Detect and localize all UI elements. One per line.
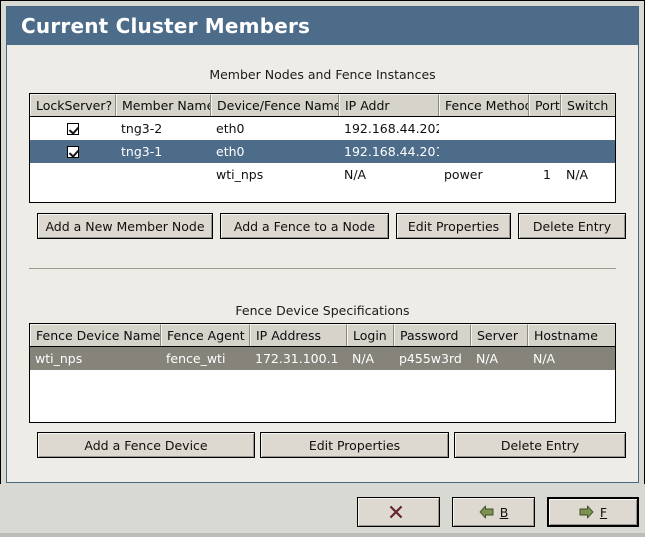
table-cell-device-fence-name: wti_nps <box>216 167 264 182</box>
table-cell-switch <box>561 140 615 163</box>
member-column-header[interactable]: LockServer? <box>30 94 116 116</box>
table-cell-fence-method <box>439 140 529 163</box>
table-cell-device-fence-name: eth0 <box>216 144 245 159</box>
table-cell-server: N/A <box>476 351 499 366</box>
member-column-header[interactable]: Switch <box>561 94 615 116</box>
table-cell-switch <box>561 117 615 140</box>
member-column-header[interactable]: Fence Method <box>439 94 529 116</box>
fence-add-a-fence-device-button[interactable]: Add a Fence Device <box>37 432 255 458</box>
back-button-label: B <box>499 504 509 520</box>
dialog-action-bar: B F <box>0 484 645 537</box>
table-cell-fence-method <box>439 117 529 140</box>
table-cell-member-name: tng3-1 <box>121 144 163 159</box>
x-cancel-icon <box>389 505 403 519</box>
member-column-header[interactable]: IP Addr <box>339 94 439 116</box>
member-add-a-new-member-node-button[interactable]: Add a New Member Node <box>37 213 213 239</box>
fence-edit-properties-button[interactable]: Edit Properties <box>260 432 449 458</box>
table-row[interactable]: wti_nps N/A power 1 N/A <box>30 163 615 186</box>
fence-column-header[interactable]: Fence Device Name <box>30 324 161 346</box>
member-column-header[interactable]: Member Name <box>116 94 211 116</box>
fence-column-header[interactable]: IP Address <box>250 324 347 346</box>
member-edit-properties-button[interactable]: Edit Properties <box>396 213 511 239</box>
main-panel: Current Cluster Members Member Nodes and… <box>6 6 639 483</box>
page-title: Current Cluster Members <box>21 14 311 38</box>
fence-column-header[interactable]: Fence Agent <box>161 324 250 346</box>
table-cell-port <box>529 140 561 163</box>
table-cell-fence-agent: fence_wti <box>166 351 226 366</box>
member-nodes-table-body[interactable]: tng3-2 eth0 192.168.44.202 tng3-1 eth0 192.16… <box>30 117 615 186</box>
table-cell-port: 1 <box>543 167 551 182</box>
table-cell-ip-address: 172.31.100.1 <box>255 351 339 366</box>
table-cell-hostname: N/A <box>533 351 556 366</box>
arrow-right-icon <box>579 505 594 519</box>
fence-section-caption: Fence Device Specifications <box>235 303 410 318</box>
table-cell-port <box>529 117 561 140</box>
section-divider <box>29 268 616 269</box>
table-cell-ip-addr: N/A <box>344 167 367 182</box>
fence-devices-table-body[interactable]: wti_nps fence_wti 172.31.100.1 N/A p455w3rd N… <box>30 347 615 370</box>
fence-delete-entry-button[interactable]: Delete Entry <box>454 432 626 458</box>
fence-column-header[interactable]: Password <box>394 324 471 346</box>
table-cell-fence-device-name: wti_nps <box>35 351 83 366</box>
table-cell-fence-method: power <box>444 167 483 182</box>
table-cell-member-name <box>116 163 211 186</box>
table-cell-lockserver <box>30 140 116 163</box>
table-cell-password: p455w3rd <box>399 351 462 366</box>
forward-button-label: F <box>599 504 608 520</box>
table-cell-login: N/A <box>352 351 375 366</box>
fence-column-header[interactable]: Login <box>347 324 394 346</box>
lockserver-checkbox[interactable] <box>67 123 79 135</box>
window-bottom-edge <box>0 533 645 537</box>
forward-button[interactable]: F <box>547 497 639 527</box>
table-row[interactable]: tng3-2 eth0 192.168.44.202 <box>30 117 615 140</box>
cancel-button[interactable] <box>357 497 440 527</box>
arrow-left-icon <box>479 505 494 519</box>
table-cell-ip-addr: 192.168.44.201 <box>344 144 439 159</box>
fence-column-header[interactable]: Hostname <box>528 324 615 346</box>
member-add-a-fence-to-a-node-button[interactable]: Add a Fence to a Node <box>220 213 389 239</box>
fence-column-header[interactable]: Server <box>471 324 528 346</box>
table-cell-ip-addr: 192.168.44.202 <box>344 121 439 136</box>
lockserver-checkbox[interactable] <box>67 146 79 158</box>
table-cell-lockserver <box>30 117 116 140</box>
table-cell-switch: N/A <box>566 167 589 182</box>
member-column-header[interactable]: Port <box>529 94 561 116</box>
table-cell-member-name: tng3-2 <box>121 121 163 136</box>
member-column-header[interactable]: Device/Fence Name <box>211 94 339 116</box>
table-cell-lockserver <box>30 163 116 186</box>
title-bar: Current Cluster Members <box>7 7 638 45</box>
members-section-caption: Member Nodes and Fence Instances <box>209 67 436 82</box>
table-cell-device-fence-name: eth0 <box>216 121 245 136</box>
table-row[interactable]: tng3-1 eth0 192.168.44.201 <box>30 140 615 163</box>
table-row[interactable]: wti_nps fence_wti 172.31.100.1 N/A p455w3rd N… <box>30 347 615 370</box>
member-delete-entry-button[interactable]: Delete Entry <box>518 213 626 239</box>
back-button[interactable]: B <box>452 497 535 527</box>
